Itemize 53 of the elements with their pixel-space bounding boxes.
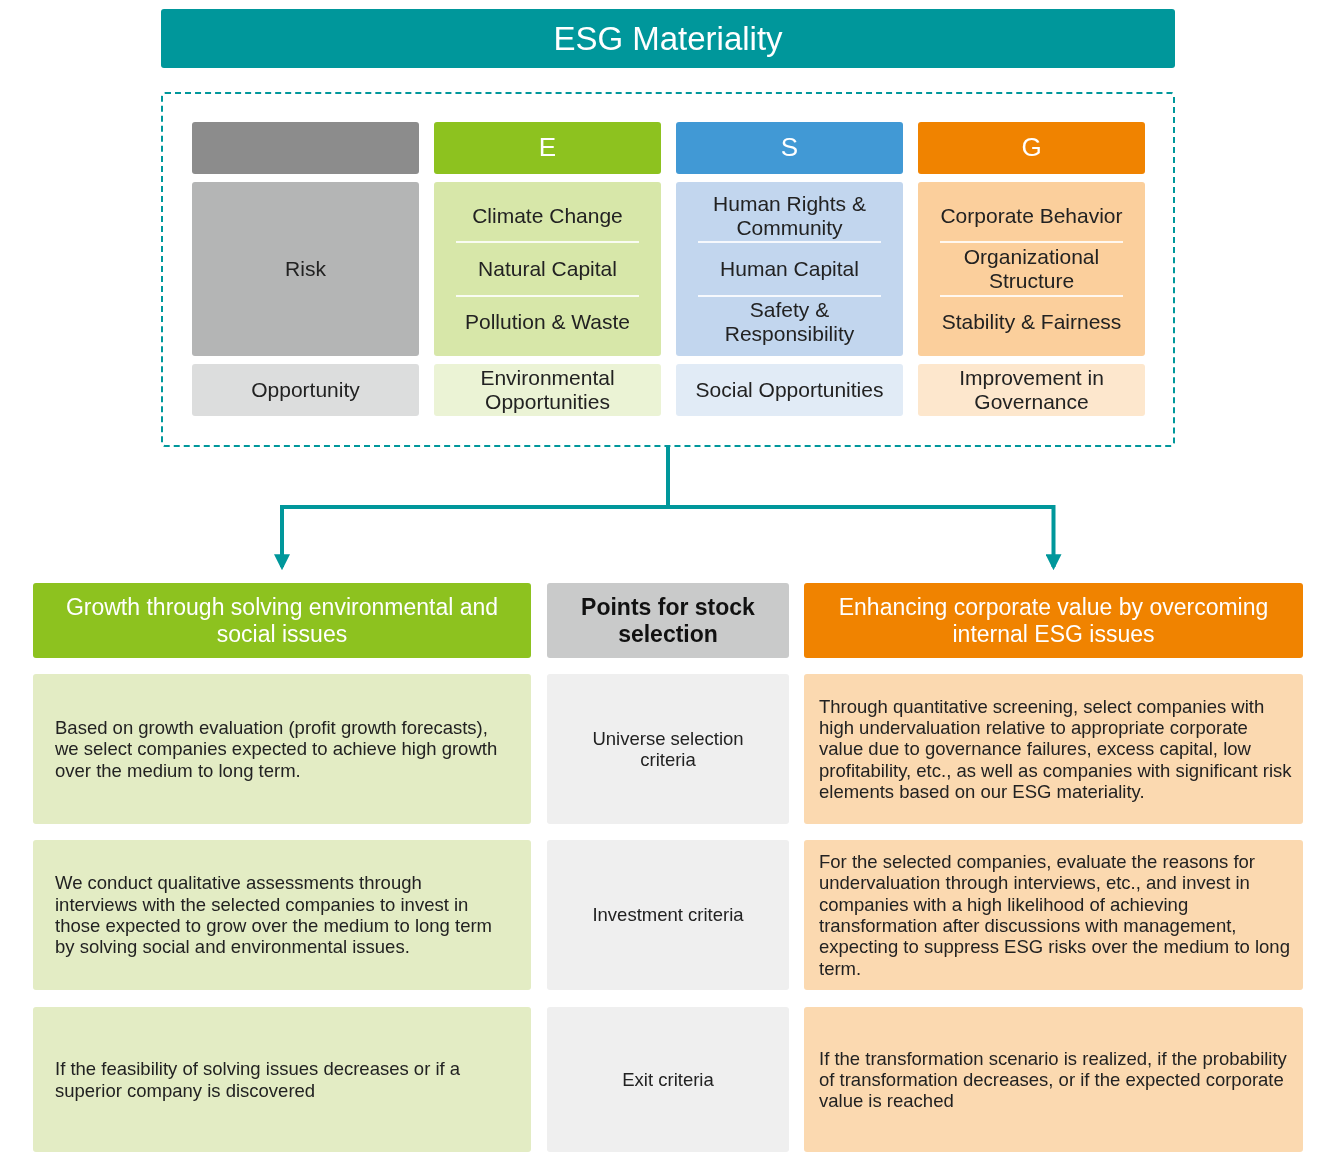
- cell-text: Through quantitative screening, select companies with high undervaluation relative to appropriate corporate value due to governance failures, excess capital, low profitability, etc., as well as companies with significant risk elements based on our ESG materiality.: [819, 695, 1293, 803]
- cell-text: Opportunity: [251, 377, 360, 403]
- arrow: [666, 447, 1062, 571]
- cell-text: Social Opportunities: [695, 377, 884, 403]
- cell-text: Improvement in Governance: [958, 365, 1105, 415]
- cell-text: Safety & Responsibility: [723, 298, 856, 347]
- section-header: [33, 583, 531, 658]
- cell-text: Growth through solving environmental and social issues: [64, 594, 500, 647]
- description-cell: [804, 840, 1303, 990]
- risk-cell: [918, 182, 1145, 356]
- cell-text: Investment criteria: [592, 904, 744, 926]
- cell-text: Human Rights & Community: [712, 191, 867, 240]
- dashed-frame: [161, 92, 1175, 447]
- cell-text: Corporate Behavior: [940, 203, 1123, 228]
- section-header: [547, 583, 789, 658]
- cell-text: If the feasibility of solving issues decreases or if a superior company is discovered: [55, 1058, 462, 1101]
- opportunity-cell: [192, 364, 419, 416]
- cell-text: Points for stock selection: [580, 594, 756, 647]
- cell-text: Natural Capital: [478, 256, 617, 282]
- cell-text: We conduct qualitative assessments through interviews with the selected companies to invest in those expected to grow over the medium to long term by solving social and environmental issues.: [55, 872, 494, 958]
- description-cell: [804, 1007, 1303, 1152]
- cell-text: Pollution & Waste: [465, 310, 630, 335]
- opportunity-cell: [918, 364, 1145, 416]
- risk-cell: [192, 182, 419, 356]
- description-cell: [33, 1007, 531, 1152]
- cell-text: S: [780, 133, 799, 163]
- column-header: [434, 122, 661, 174]
- cell-text: Enhancing corporate value by overcoming internal ESG issues: [837, 594, 1270, 647]
- column-header: [676, 122, 903, 174]
- section-header: [804, 583, 1303, 658]
- cell-text: E: [538, 133, 557, 163]
- description-cell: [33, 674, 531, 824]
- risk-cell: [434, 182, 661, 356]
- cell-text: For the selected companies, evaluate the reasons for undervaluation through interviews, etc., and invest in companies with a high likelihood of achieving transformation after discussions with management, expecting to suppress ESG risks over the medium to long term.: [819, 851, 1291, 979]
- title-bar: ESG Materiality: [161, 9, 1175, 68]
- cell-text: Stability & Fairness: [941, 310, 1122, 335]
- cell-text: Environmental Opportunities: [479, 365, 616, 415]
- opportunity-cell: [676, 364, 903, 416]
- description-cell: [804, 674, 1303, 824]
- cell-text: Organizational Structure: [962, 244, 1101, 294]
- cell-text: Risk: [285, 256, 326, 282]
- cell-text: If the transformation scenario is realized, if the probability of transformation decreases, or if the expected corporate value is reached: [819, 1047, 1288, 1112]
- cell-text: G: [1021, 133, 1042, 163]
- cell-text: Climate Change: [472, 203, 623, 228]
- description-cell: [33, 840, 531, 990]
- cell-text: Human Capital: [720, 256, 859, 282]
- cell-text: Exit criteria: [622, 1068, 714, 1091]
- risk-cell: [676, 182, 903, 356]
- cell-text: Universe selection criteria: [591, 727, 745, 771]
- column-header: [918, 122, 1145, 174]
- cell-text: Based on growth evaluation (profit growth forecasts), we select companies expected to achieve high growth over the medium to long term.: [55, 717, 499, 781]
- opportunity-cell: [434, 364, 661, 416]
- column-header: [192, 122, 419, 174]
